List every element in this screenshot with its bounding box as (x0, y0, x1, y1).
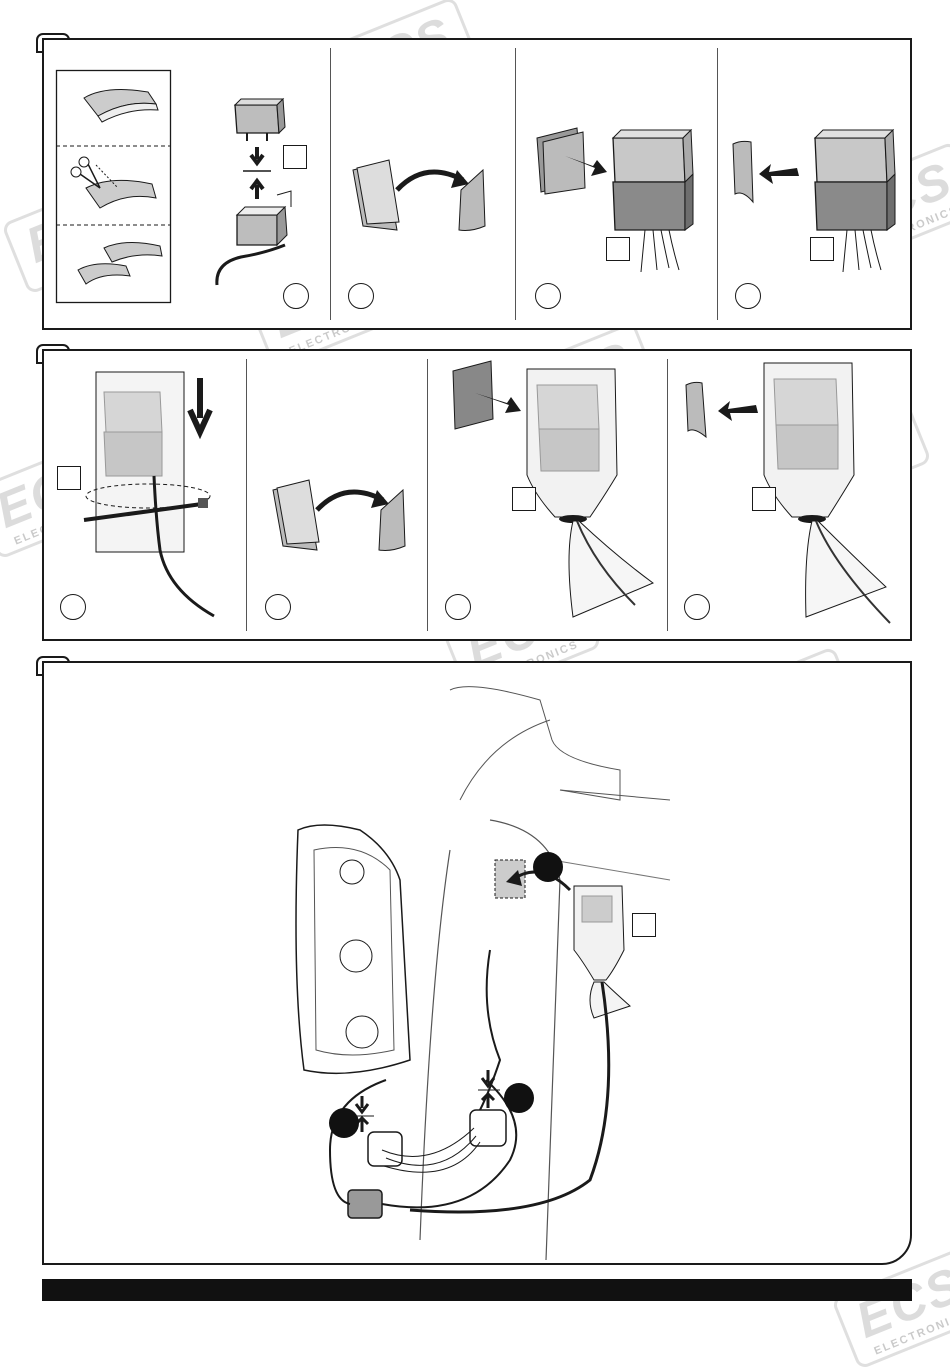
step-circle (60, 594, 86, 620)
step-circle (265, 594, 291, 620)
step-box (57, 466, 81, 490)
step-box (606, 237, 630, 261)
step-circle (535, 283, 561, 309)
step-box (283, 145, 307, 169)
step-box (810, 237, 834, 261)
panel-2-divider (427, 359, 428, 631)
callout-dot (329, 1108, 359, 1138)
vehicle-installation-illustration (290, 680, 690, 1260)
step-box (752, 487, 776, 511)
peel-pad-illustration (265, 470, 425, 560)
step-circle (283, 283, 309, 309)
step-circle (445, 594, 471, 620)
bag-relay-illustration (60, 370, 240, 630)
pad-cutting-sheet (56, 70, 174, 306)
panel-1-divider (330, 48, 331, 320)
relay-socket-illustration (205, 95, 315, 295)
peel-pad-illustration (345, 150, 505, 240)
footer-bar (42, 1279, 912, 1301)
step-box (632, 913, 656, 937)
panel-1-divider (717, 48, 718, 320)
panel-2-divider (667, 359, 668, 631)
step-box (512, 487, 536, 511)
callout-dot (533, 852, 563, 882)
step-circle (348, 283, 374, 309)
panel-1-divider (515, 48, 516, 320)
callout-dot (504, 1083, 534, 1113)
peel-bag-backing-illustration (680, 355, 900, 630)
step-circle (684, 594, 710, 620)
step-circle (735, 283, 761, 309)
panel-2-divider (246, 359, 247, 631)
attach-pad-bag-illustration (445, 355, 660, 625)
